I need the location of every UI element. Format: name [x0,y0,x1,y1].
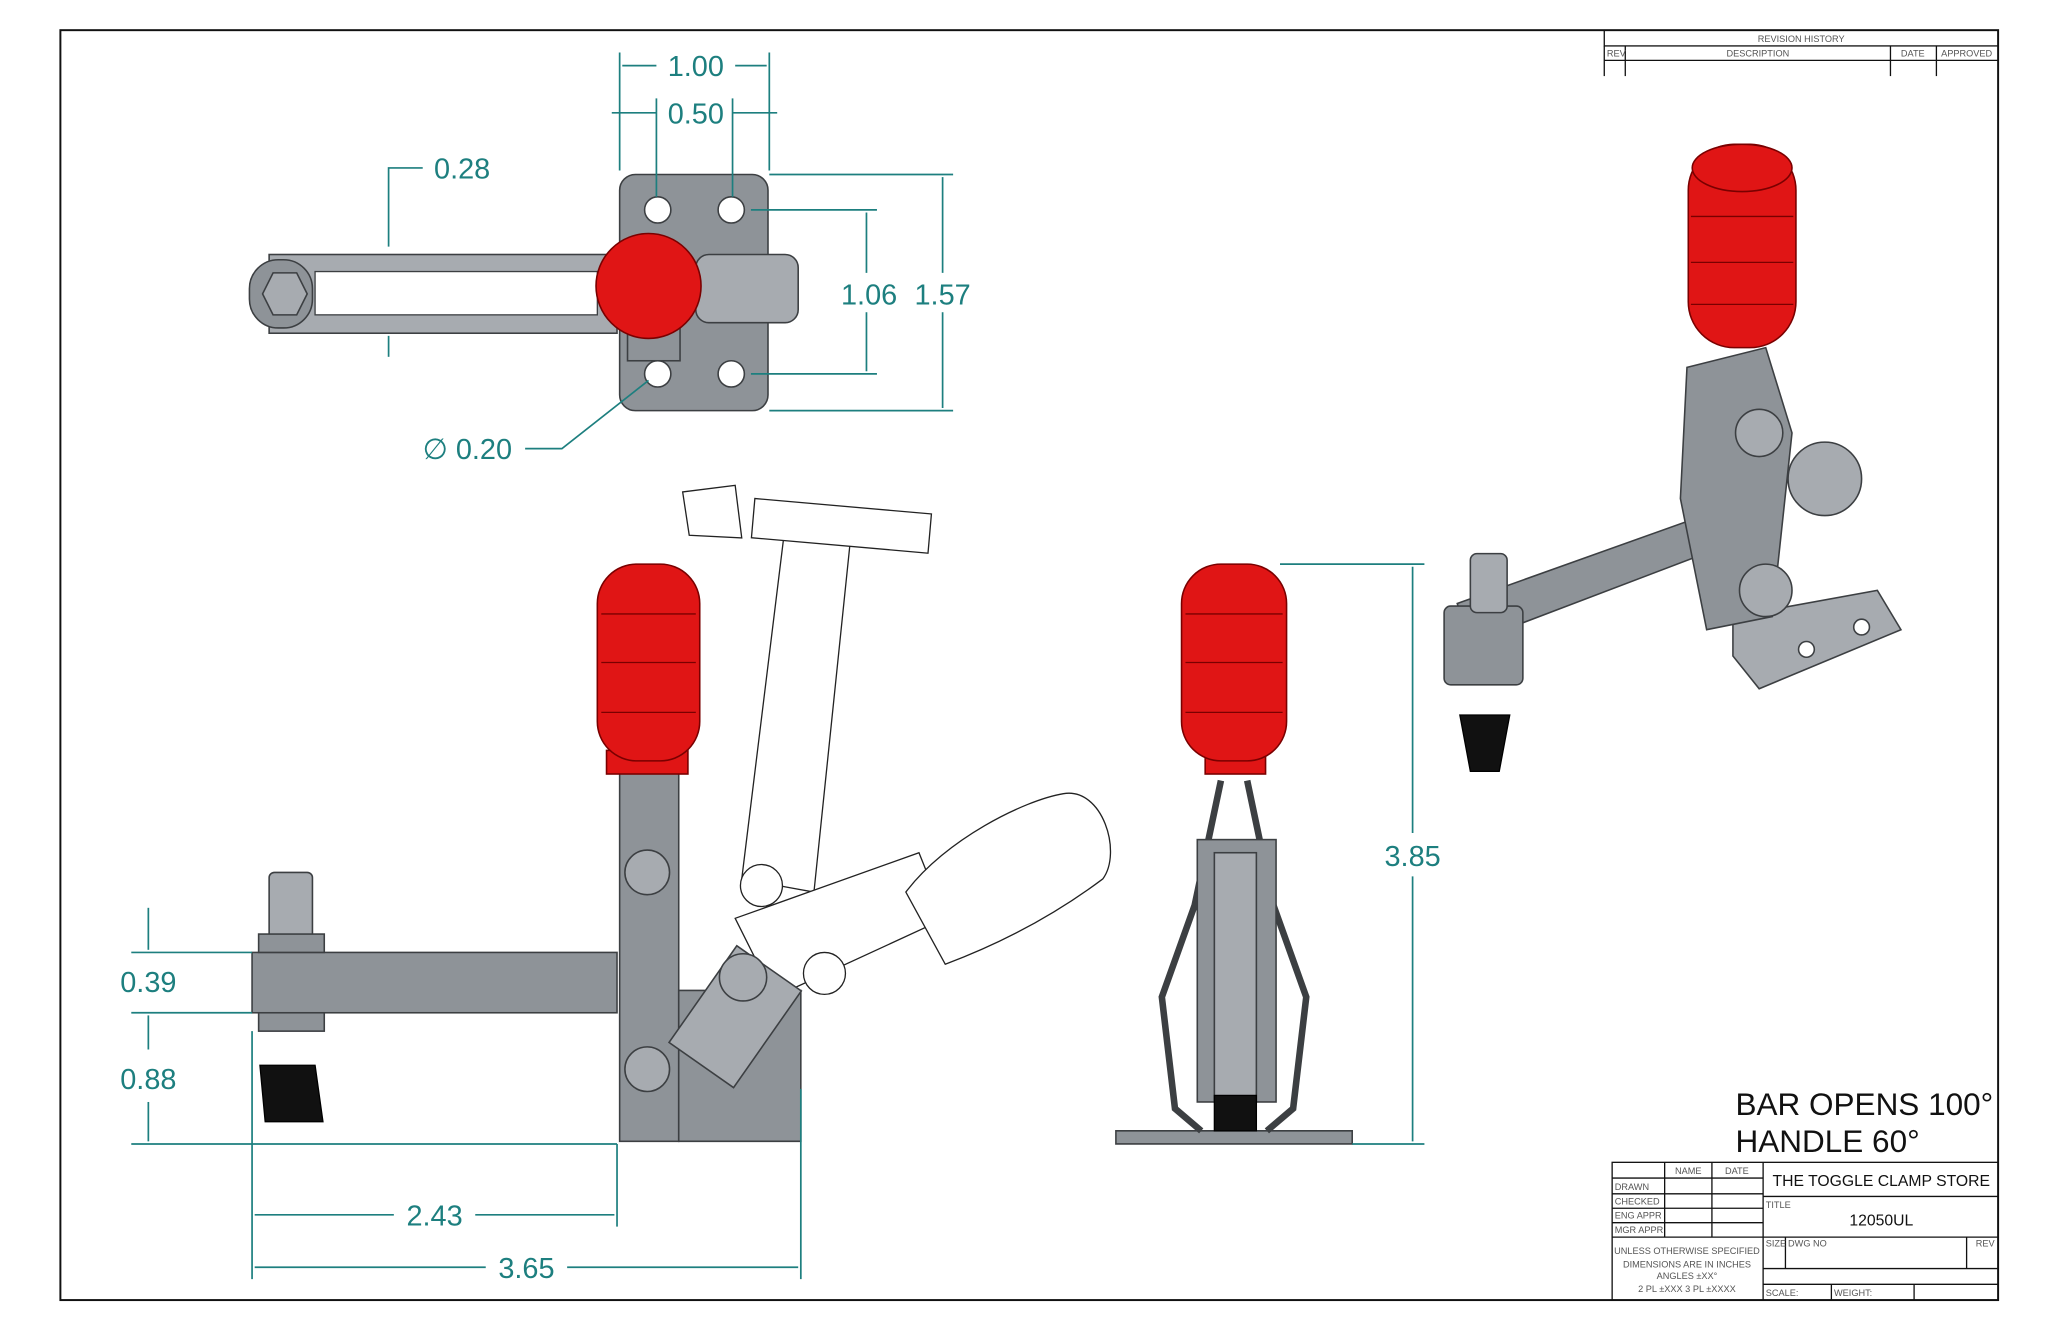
company-name: THE TOGGLE CLAMP STORE [1773,1173,1991,1190]
dim-3-85: 3.85 [1384,841,1440,873]
dim-1-57: 1.57 [915,279,971,311]
scale-label: SCALE: [1766,1288,1799,1298]
dwg-no-label: DWG NO [1788,1238,1827,1248]
name-header: NAME [1675,1166,1702,1176]
tolerance-line-3: ANGLES ±XX° [1657,1271,1718,1281]
side-view-dimensions: 3.85 [1280,563,1441,1145]
tolerance-line-1: UNLESS OTHERWISE SPECIFIED [1614,1246,1760,1256]
tolerance-line-4: 2 PL ±XXX 3 PL ±XXXX [1638,1284,1736,1294]
isometric-view [1443,143,1903,773]
weight-label: WEIGHT: [1834,1288,1872,1298]
front-view-dimensions: 0.39 0.88 2.43 3.65 [120,907,802,1285]
note-handle: HANDLE 60° [1736,1123,1920,1159]
tolerance-line-2: DIMENSIONS ARE IN INCHES [1623,1259,1751,1269]
front-handle-grip [596,563,701,762]
date-col: DATE [1901,48,1925,58]
dim-0-88: 0.88 [120,1064,176,1096]
dim-2-43: 2.43 [406,1200,462,1232]
dim-1-00: 1.00 [668,51,724,83]
dim-0-50: 0.50 [668,98,724,130]
size-label: SIZE [1766,1238,1786,1248]
note-bar-opens: BAR OPENS 100° [1736,1086,1994,1122]
approved-col: APPROVED [1941,48,1992,58]
rev-label: REV [1976,1238,1996,1248]
side-view [1115,563,1353,1145]
rev-col: REV [1607,48,1627,58]
sheet-border [59,29,2000,1302]
top-view-dimensions: 1.00 0.50 0.28 1.06 1.57 ∅ 0.20 [387,51,971,466]
dim-3-65: 3.65 [498,1253,554,1285]
dim-hole-diameter: ∅ 0.20 [423,434,512,466]
row-checked: CHECKED [1615,1196,1660,1206]
title-label: TITLE [1766,1200,1791,1210]
description-col: DESCRIPTION [1727,48,1790,58]
row-drawn: DRAWN [1615,1182,1649,1192]
row-eng-appr: ENG APPR [1615,1211,1662,1221]
dim-0-39: 0.39 [120,967,176,999]
drawing-title: 12050UL [1849,1212,1913,1229]
dim-1-06: 1.06 [841,279,897,311]
row-mgr-appr: MGR APPR [1615,1225,1664,1235]
revision-history-table: REVISION HISTORY REV DESCRIPTION DATE AP… [1603,29,1999,77]
dim-0-28: 0.28 [434,153,490,185]
title-block: NAME DATE DRAWN CHECKED ENG APPR MGR APP… [1611,1161,1999,1301]
open-position-ghost [681,484,1112,998]
top-view [248,173,799,412]
revision-history-title: REVISION HISTORY [1758,34,1845,44]
front-view [251,484,1112,1143]
date-header: DATE [1725,1166,1749,1176]
